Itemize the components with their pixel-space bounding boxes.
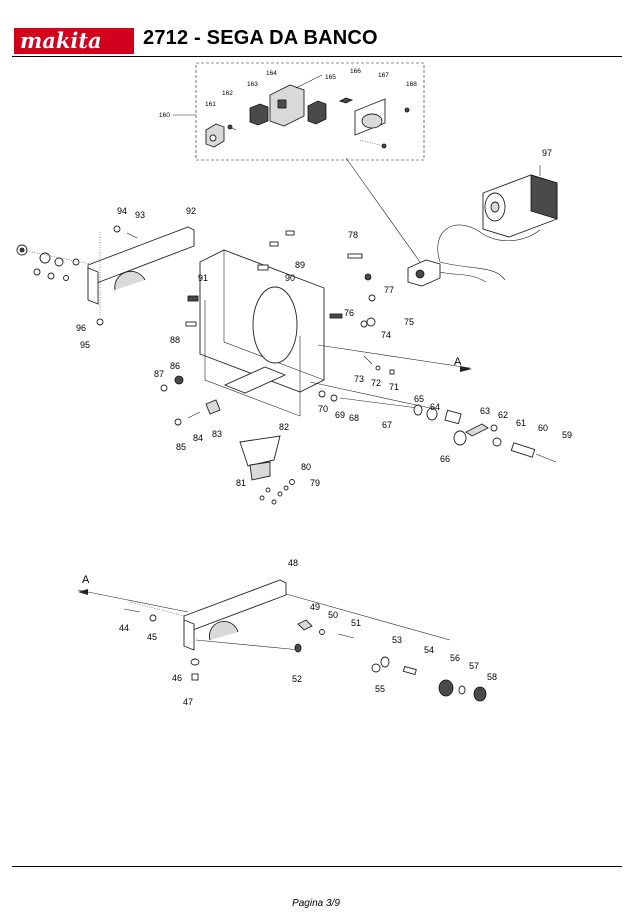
switch-part bbox=[249, 103, 269, 126]
part-label: 55 bbox=[375, 684, 385, 694]
section-marker-a: A bbox=[454, 356, 462, 368]
switch-assembly-inset bbox=[173, 62, 425, 263]
lower-rear-rail-assembly bbox=[77, 579, 487, 702]
part-label: 97 bbox=[542, 148, 552, 158]
part-label: 164 bbox=[266, 70, 277, 77]
part-label: 94 bbox=[117, 206, 127, 216]
part-label: 66 bbox=[440, 454, 450, 464]
part-label: 165 bbox=[325, 74, 336, 81]
part-label: 53 bbox=[392, 635, 402, 645]
connector-part bbox=[307, 100, 327, 125]
part-label: 87 bbox=[154, 369, 164, 379]
part-label: 78 bbox=[348, 230, 358, 240]
part-label: 58 bbox=[487, 672, 497, 682]
part-label: 70 bbox=[318, 404, 328, 414]
part-label: 72 bbox=[371, 378, 381, 388]
lower-part-labels: A 48 49 50 51 44 45 53 54 56 57 58 46 47… bbox=[82, 558, 497, 707]
part-label: 81 bbox=[236, 478, 246, 488]
part-label: 93 bbox=[135, 210, 145, 220]
part-label: 91 bbox=[198, 273, 208, 283]
part-label: 168 bbox=[406, 81, 417, 88]
part-label: 51 bbox=[351, 618, 361, 628]
part-label: 62 bbox=[498, 410, 508, 420]
part-label: 83 bbox=[212, 429, 222, 439]
part-label: 49 bbox=[310, 602, 320, 612]
part-label: 57 bbox=[469, 661, 479, 671]
tilt-rod-assembly bbox=[413, 404, 557, 463]
part-label: 68 bbox=[349, 413, 359, 423]
part-label: 54 bbox=[424, 645, 434, 655]
part-label: 85 bbox=[176, 442, 186, 452]
page-title: 2712 - SEGA DA BANCO bbox=[143, 27, 378, 49]
part-label: 56 bbox=[450, 653, 460, 663]
part-label: 86 bbox=[170, 361, 180, 371]
part-label: 64 bbox=[430, 402, 440, 412]
part-label: 47 bbox=[183, 697, 193, 707]
part-label: 44 bbox=[119, 623, 129, 633]
footer-rule bbox=[12, 866, 622, 867]
part-label: 69 bbox=[335, 410, 345, 420]
part-label: 67 bbox=[382, 420, 392, 430]
dust-chute-assembly bbox=[239, 435, 295, 505]
part-label: 74 bbox=[381, 330, 391, 340]
page-number: Pagina 3/9 bbox=[292, 898, 340, 909]
section-marker-a: A bbox=[82, 574, 90, 586]
front-rail-assembly bbox=[16, 225, 195, 326]
part-label: 95 bbox=[80, 340, 90, 350]
part-label: 84 bbox=[193, 433, 203, 443]
part-label: 160 bbox=[159, 112, 170, 119]
part-label: 73 bbox=[354, 374, 364, 384]
part-label: 80 bbox=[301, 462, 311, 472]
part-label: 167 bbox=[378, 72, 389, 79]
part-label: 77 bbox=[384, 285, 394, 295]
part-label: 162 bbox=[222, 90, 233, 97]
makita-logo: makita bbox=[14, 28, 134, 54]
part-label: 89 bbox=[295, 260, 305, 270]
part-label: 52 bbox=[292, 674, 302, 684]
header-rule bbox=[12, 56, 622, 57]
dust-chute-part bbox=[239, 435, 281, 467]
part-label: 96 bbox=[76, 323, 86, 333]
part-label: 61 bbox=[516, 418, 526, 428]
part-label: 50 bbox=[328, 610, 338, 620]
part-label: 65 bbox=[414, 394, 424, 404]
part-label: 46 bbox=[172, 673, 182, 683]
part-label: 166 bbox=[350, 68, 361, 75]
part-label: 76 bbox=[344, 308, 354, 318]
part-label: 60 bbox=[538, 423, 548, 433]
part-label: 79 bbox=[310, 478, 320, 488]
part-label: 59 bbox=[562, 430, 572, 440]
upper-part-labels: 160 161 162 163 164 165 166 167 168 97 9… bbox=[76, 68, 572, 488]
part-label: 71 bbox=[389, 382, 399, 392]
part-label: 48 bbox=[288, 558, 298, 568]
part-label: 161 bbox=[205, 101, 216, 108]
rear-rail-part bbox=[183, 579, 287, 632]
motor-assembly bbox=[407, 165, 558, 287]
switch-housing-part bbox=[269, 84, 305, 127]
part-label: 45 bbox=[147, 632, 157, 642]
main-housing-assembly bbox=[160, 230, 472, 426]
part-label: 92 bbox=[186, 206, 196, 216]
part-label: 75 bbox=[404, 317, 414, 327]
brand-name: makita bbox=[20, 28, 102, 53]
part-label: 88 bbox=[170, 335, 180, 345]
part-label: 90 bbox=[285, 273, 295, 283]
part-label: 63 bbox=[480, 406, 490, 416]
part-label: 82 bbox=[279, 422, 289, 432]
part-label: 163 bbox=[247, 81, 258, 88]
